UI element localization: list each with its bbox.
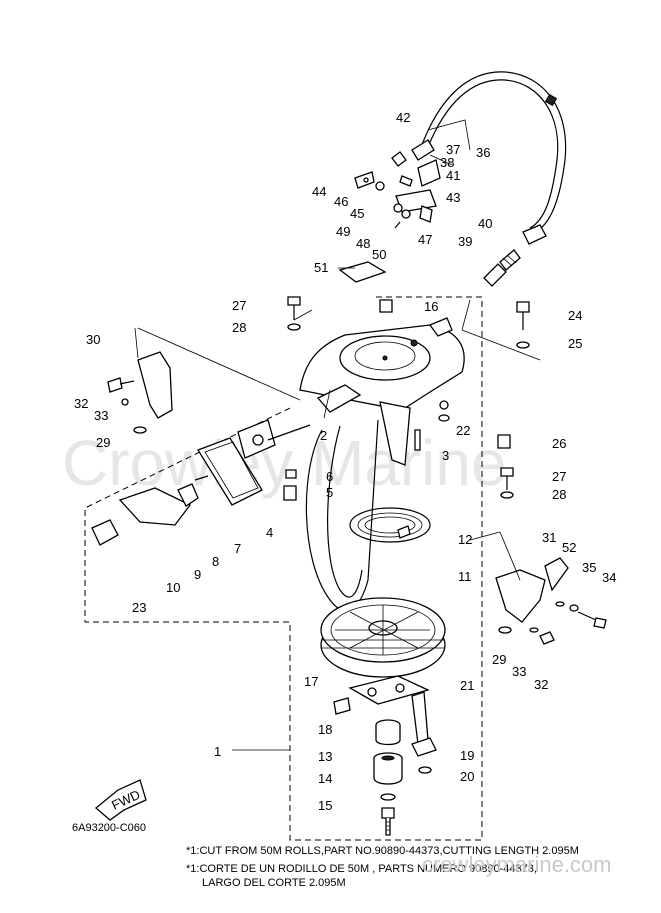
callout-49: 49 [336, 224, 350, 239]
fwd-arrow: FWD [94, 779, 147, 821]
assembly-boundary [84, 296, 483, 841]
fasteners [283, 296, 530, 501]
callout-30: 30 [86, 332, 100, 347]
callout-29b: 29 [492, 652, 506, 667]
callout-42: 42 [396, 110, 410, 125]
callout-43: 43 [446, 190, 460, 205]
callout-38: 38 [440, 155, 454, 170]
callout-51: 51 [314, 260, 328, 275]
callout-35: 35 [582, 560, 596, 575]
callout-29a: 29 [96, 435, 110, 450]
callout-26: 26 [552, 436, 566, 451]
callout-44: 44 [312, 184, 326, 199]
callout-33a: 33 [94, 408, 108, 423]
callout-16: 16 [424, 299, 438, 314]
callout-11: 11 [458, 569, 472, 584]
callout-41: 41 [446, 168, 460, 183]
starter-cable [411, 71, 567, 245]
callout-46: 46 [334, 194, 348, 209]
leader-lines [134, 119, 541, 751]
callout-7: 7 [234, 541, 241, 556]
callout-5: 5 [326, 485, 333, 500]
link-parts [354, 151, 441, 229]
spiral-spring [349, 507, 431, 543]
callout-52: 52 [562, 540, 576, 555]
cable-sleeve [483, 249, 521, 287]
callout-12: 12 [458, 532, 472, 547]
callout-47: 47 [418, 232, 432, 247]
callout-22: 22 [456, 423, 470, 438]
callout-48: 48 [356, 236, 370, 251]
callout-32b: 32 [534, 677, 548, 692]
callout-14: 14 [318, 771, 332, 786]
callout-2: 2 [320, 428, 327, 443]
label-plate [338, 261, 387, 283]
diagram-code: 6A93200-C060 [72, 822, 147, 834]
callout-8: 8 [212, 554, 219, 569]
callout-23: 23 [132, 600, 146, 615]
callout-27a: 27 [232, 298, 246, 313]
callout-1: 1 [214, 744, 221, 759]
callout-6: 6 [326, 469, 333, 484]
callout-9: 9 [194, 567, 201, 582]
callout-4: 4 [266, 525, 273, 540]
callout-28b: 28 [552, 487, 566, 502]
callout-50: 50 [372, 247, 386, 262]
callout-15: 15 [318, 798, 332, 813]
callout-24: 24 [568, 308, 582, 323]
callout-36: 36 [476, 145, 490, 160]
callout-19: 19 [460, 748, 474, 763]
callout-28a: 28 [232, 320, 246, 335]
note-line-1: *1:CUT FROM 50M ROLLS,PART NO.90890-4437… [186, 845, 579, 857]
callout-13: 13 [318, 749, 332, 764]
callout-3: 3 [442, 448, 449, 463]
callout-10: 10 [166, 580, 180, 595]
callout-34: 34 [602, 570, 616, 585]
callout-45: 45 [350, 206, 364, 221]
callout-20: 20 [460, 769, 474, 784]
sheave-drum [320, 597, 446, 678]
starter-case [299, 317, 465, 466]
note-line-2: *1:CORTE DE UN RODILLO DE 50M , PARTS NU… [186, 863, 537, 875]
callout-18: 18 [318, 722, 332, 737]
callout-labels: 1 2 3 4 5 6 7 8 9 10 11 12 13 14 15 16 1… [74, 110, 616, 813]
handle-parts [91, 419, 311, 546]
callout-32a: 32 [74, 396, 88, 411]
callout-25: 25 [568, 336, 582, 351]
lock-lever [495, 557, 607, 645]
rope-guide [107, 351, 173, 434]
pulley-stack [373, 719, 403, 836]
callout-21: 21 [460, 678, 474, 693]
callout-39: 39 [458, 234, 472, 249]
callout-27b: 27 [552, 469, 566, 484]
callout-33b: 33 [512, 664, 526, 679]
callout-17: 17 [304, 674, 318, 689]
callout-40: 40 [478, 216, 492, 231]
callout-31: 31 [542, 530, 556, 545]
drive-plate-parts [333, 675, 437, 774]
site-watermark: crowleymarine.com [422, 852, 612, 877]
callout-37: 37 [446, 142, 460, 157]
note-line-3: LARGO DEL CORTE 2.095M [202, 877, 346, 889]
